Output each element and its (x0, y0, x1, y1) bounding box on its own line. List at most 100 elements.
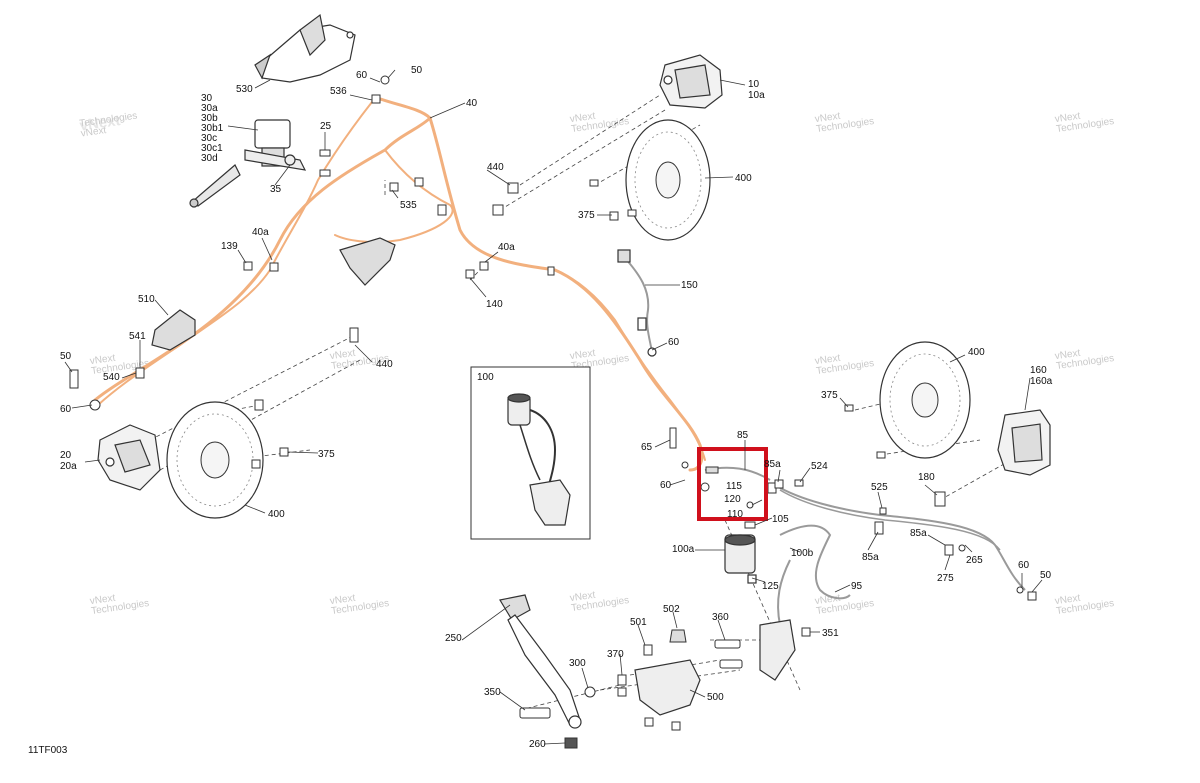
reservoir-hose-b (777, 559, 791, 626)
front-left-caliper-20 (97, 424, 161, 491)
callout: 30b1 (201, 123, 224, 134)
callout: 85 (737, 430, 749, 441)
watermark: vNext Technologies (1054, 111, 1115, 135)
svg-text:vNext: vNext (1054, 593, 1081, 607)
callout: 30c1 (201, 143, 223, 154)
callout: 40a (498, 242, 515, 253)
callout: 35 (270, 184, 282, 195)
inset-box-100 (470, 366, 591, 540)
callout: 265 (966, 555, 983, 566)
svg-text:vNext: vNext (80, 125, 107, 139)
svg-text:vNext: vNext (814, 593, 841, 607)
watermark: vNext Technologies (89, 593, 150, 617)
callout: 502 (663, 604, 680, 615)
svg-text:vNext: vNext (89, 353, 116, 367)
callout: 60 (668, 337, 680, 348)
callout: 250 (445, 633, 462, 644)
svg-text:vNext: vNext (569, 348, 596, 362)
callout: 440 (487, 162, 504, 173)
callout: 500 (707, 692, 724, 703)
callout: 140 (486, 299, 503, 310)
highlight-box (697, 447, 768, 521)
watermark: vNext Technologies (569, 590, 630, 614)
callout: 40 (466, 98, 478, 109)
fasteners-left (251, 327, 359, 469)
callout: 50 (1040, 570, 1052, 581)
clip-540 (135, 367, 145, 379)
callout: 375 (318, 449, 335, 460)
rear-hose-right (774, 484, 1026, 591)
callout: 501 (630, 617, 647, 628)
svg-text:vNext: vNext (329, 593, 356, 607)
callout: 60 (660, 480, 672, 491)
watermark: vNext Technologies (1054, 348, 1115, 372)
callout: 85a (764, 459, 781, 470)
callout: 400 (735, 173, 752, 184)
svg-text:vNext: vNext (329, 348, 356, 362)
rear-brake-lines (624, 257, 1026, 626)
callout: 160a (1030, 376, 1053, 387)
callout: 400 (968, 347, 985, 358)
callout: 120 (724, 494, 741, 505)
callout: 540 (103, 372, 120, 383)
callout: 139 (221, 241, 238, 252)
brake-pedal-250 (499, 594, 582, 729)
callout: 95 (851, 581, 863, 592)
sensor-cable (624, 257, 653, 353)
reservoir-hose-clamp (874, 507, 887, 535)
callout: 30d (201, 153, 218, 164)
callout: 25 (320, 121, 332, 132)
svg-text:vNext: vNext (1054, 111, 1081, 125)
rear-disc-400 (879, 341, 971, 459)
callout: 30 (201, 93, 213, 104)
callout: 100a (672, 544, 695, 555)
svg-text:vNext: vNext (569, 111, 596, 125)
front-left-disc-400 (166, 401, 264, 519)
callout: 30a (201, 103, 218, 114)
callout: 375 (821, 390, 838, 401)
handlebar-bracket-530 (254, 13, 356, 83)
callout: 530 (236, 84, 253, 95)
callout: 10 (748, 79, 760, 90)
callout: 85a (910, 528, 927, 539)
callout: 100b (791, 548, 814, 559)
callout: 524 (811, 461, 828, 472)
reservoir-hose (779, 524, 851, 600)
svg-text:vNext: vNext (814, 353, 841, 367)
watermark: vNext Technologies (814, 353, 875, 377)
svg-text:vNext: vNext (79, 112, 122, 135)
callout: 370 (607, 649, 624, 660)
pedal-bracket-500 (634, 619, 796, 716)
rear-feed-hose (554, 269, 706, 461)
callout: 536 (330, 86, 347, 97)
callout: 105 (772, 514, 789, 525)
wheel-speed-sensor-150 (617, 249, 657, 357)
watermark: vNext vNext Technologies (79, 111, 138, 140)
svg-text:vNext: vNext (814, 111, 841, 125)
callout: 30c (201, 133, 217, 144)
pedal-hardware (519, 627, 811, 749)
callout: 260 (529, 739, 546, 750)
watermark: vNext Technologies (814, 111, 875, 135)
diagram-reference-code: 11TF003 (28, 745, 68, 756)
banjo-bolt-left (69, 369, 101, 411)
callout: 535 (400, 200, 417, 211)
rear-caliper-160 (997, 409, 1051, 476)
bracket-510 (151, 309, 196, 351)
callout: 541 (129, 331, 146, 342)
callout: 110 (727, 509, 743, 520)
callout: 10a (748, 90, 765, 101)
callout: 300 (569, 658, 586, 669)
callout: 125 (762, 581, 779, 592)
callout: 60 (356, 70, 368, 81)
callout: 20 (60, 450, 72, 461)
callout: 40a (252, 227, 269, 238)
callout: 50 (411, 65, 423, 76)
front-right-disc-400 (625, 119, 711, 241)
callout: 275 (937, 573, 954, 584)
callout: 30b (201, 113, 218, 124)
rear-hose-right-b (779, 489, 1001, 551)
fasteners-right (844, 404, 1037, 601)
